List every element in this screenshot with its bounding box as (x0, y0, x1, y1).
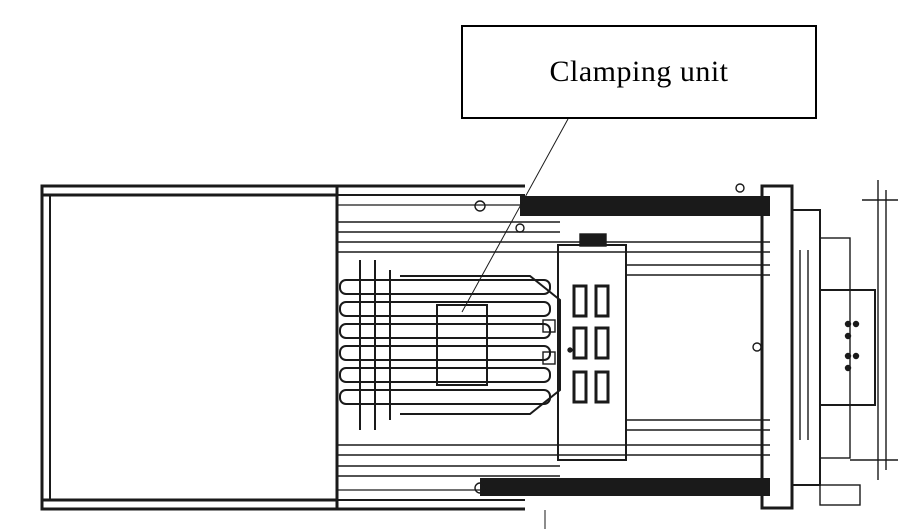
clamping-unit-callout: Clamping unit (461, 25, 817, 119)
callout-label: Clamping unit (549, 55, 729, 88)
longitudinal-bars (337, 221, 770, 477)
clamp-carriage (542, 233, 762, 461)
end-plates (760, 180, 898, 510)
left-frame (40, 184, 339, 511)
leader-lines (461, 118, 569, 529)
guide-rails (42, 183, 770, 511)
clamping-fingers (339, 260, 561, 430)
